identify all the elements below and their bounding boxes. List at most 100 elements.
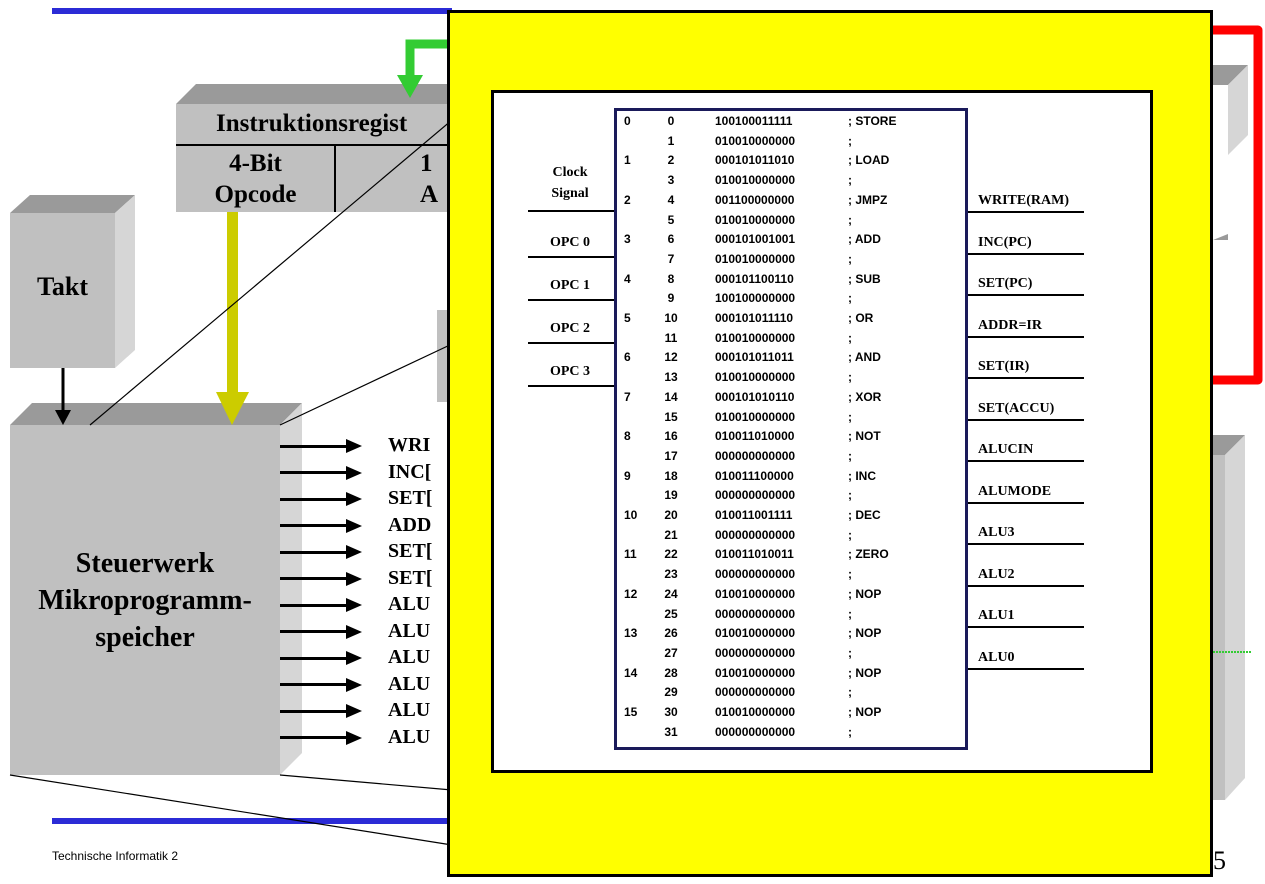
address-cell: 0	[667, 114, 675, 128]
comment-cell: ; JMPZ	[848, 192, 888, 207]
footer-text: Technische Informatik 2	[52, 849, 179, 863]
output-signal-label: ALUCIN	[978, 442, 1034, 457]
output-signal-line	[968, 211, 1084, 213]
input-signal-label: OPC 3	[549, 364, 591, 379]
address-cell: 8	[667, 271, 675, 286]
comment-cell: ;	[848, 645, 852, 660]
output-signal-line	[968, 584, 1084, 587]
output-signal-label: INC(PC)	[978, 234, 1032, 250]
bits-cell: 010010000000	[715, 173, 796, 188]
comment-cell: ;	[848, 173, 852, 188]
address-cell: 19	[664, 488, 678, 503]
comment-cell: ;	[848, 448, 852, 463]
output-signal-line	[968, 294, 1084, 296]
takt-box	[10, 195, 135, 368]
address-cell: 14	[664, 389, 678, 404]
output-signal-label: SET(PC)	[978, 276, 1033, 291]
bits-cell: 010010000000	[715, 665, 796, 680]
comment-cell: ; DEC	[848, 508, 881, 522]
comment-cell: ;	[848, 527, 852, 542]
ir-addr-bits: 1	[420, 150, 433, 177]
output-signal-line	[968, 543, 1084, 545]
bits-cell: 000101011011	[715, 350, 794, 365]
output-arrow-line	[280, 550, 348, 554]
comment-cell: ;	[848, 212, 852, 227]
opcode-cell: 5	[624, 311, 631, 325]
opcode-cell: 11	[624, 547, 637, 562]
output-arrow-head	[346, 518, 362, 533]
output-signal-line	[968, 252, 1084, 255]
address-cell: 22	[664, 547, 678, 562]
output-signal-label: SET[	[388, 540, 433, 562]
output-arrow-line	[280, 630, 348, 633]
output-arrow-head	[346, 439, 362, 453]
comment-cell: ; INC	[848, 468, 876, 483]
output-arrow-line	[280, 497, 348, 501]
output-signal-line	[968, 667, 1084, 670]
output-arrow-line	[280, 577, 348, 580]
comment-cell: ; AND	[848, 350, 881, 365]
bits-cell: 000000000000	[715, 527, 796, 542]
input-signal-line	[528, 299, 614, 301]
output-signal-label: WRITE(RAM)	[978, 193, 1069, 208]
comment-cell: ;	[848, 488, 852, 503]
output-arrow-line	[280, 444, 348, 448]
output-signal-label: ALU	[388, 619, 431, 642]
bits-cell: 000000000000	[715, 645, 796, 660]
output-signal-line	[968, 335, 1084, 338]
green-arrow	[397, 39, 452, 98]
opcode-cell: 8	[624, 429, 631, 444]
comment-cell: ;	[848, 370, 852, 385]
opcode-cell: 15	[624, 705, 638, 719]
output-signal-label: SET[	[388, 487, 433, 509]
address-cell: 7	[667, 251, 675, 266]
output-signal-label: ALU	[388, 593, 431, 615]
bits-cell: 000101001001	[715, 232, 796, 247]
bits-cell: 000101011010	[715, 153, 795, 168]
comment-cell: ;	[848, 567, 852, 582]
output-signal-label: WRI	[388, 434, 431, 456]
address-cell: 5	[667, 212, 675, 227]
comment-cell: ; ZERO	[848, 547, 889, 562]
bottom-blue-rule	[52, 818, 452, 824]
opcode-cell: 7	[624, 389, 631, 404]
comment-cell: ;	[848, 724, 852, 739]
comment-cell: ;	[848, 133, 852, 148]
comment-cell: ;	[848, 606, 852, 621]
opcode-arrow	[227, 212, 238, 395]
bits-cell: 100100011111	[715, 114, 793, 128]
bits-cell: 010010000000	[715, 705, 796, 719]
address-cell: 6	[667, 232, 675, 247]
address-cell: 18	[664, 468, 678, 483]
comment-cell: ; ADD	[848, 232, 881, 247]
output-arrow-head	[346, 571, 362, 586]
opcode-cell: 13	[624, 626, 638, 641]
ir-title: Instruktionsregist	[216, 110, 408, 137]
output-signal-label: SET[	[388, 566, 433, 589]
comment-cell: ;	[848, 409, 852, 424]
steuerwerk-line1: Steuerwerk	[75, 548, 215, 579]
opcode-cell: 6	[624, 350, 631, 365]
bits-cell: 010010000000	[715, 212, 796, 227]
output-signal-line	[968, 501, 1084, 504]
bits-cell: 000101100110	[715, 271, 794, 286]
output-arrow-line	[280, 656, 348, 660]
ir-addr-label: A	[420, 181, 439, 208]
hidden-box-edge	[437, 310, 449, 402]
address-cell: 31	[664, 724, 678, 739]
comment-cell: ; NOP	[848, 586, 882, 601]
address-cell: 1	[667, 133, 675, 148]
comment-cell: ; STORE	[848, 114, 897, 128]
address-cell: 17	[664, 448, 678, 463]
output-arrow-head	[346, 651, 362, 665]
bits-cell: 001100000000	[715, 192, 795, 207]
takt-label: Takt	[36, 272, 89, 301]
steuerwerk-line2: Mikroprogramm-	[38, 585, 252, 616]
bits-cell: 000000000000	[715, 488, 796, 503]
opcode-cell: 9	[624, 468, 631, 483]
bits-cell: 010011010011	[715, 547, 794, 562]
output-signal-line	[968, 418, 1084, 421]
steuerwerk-line3: speicher	[95, 622, 195, 653]
